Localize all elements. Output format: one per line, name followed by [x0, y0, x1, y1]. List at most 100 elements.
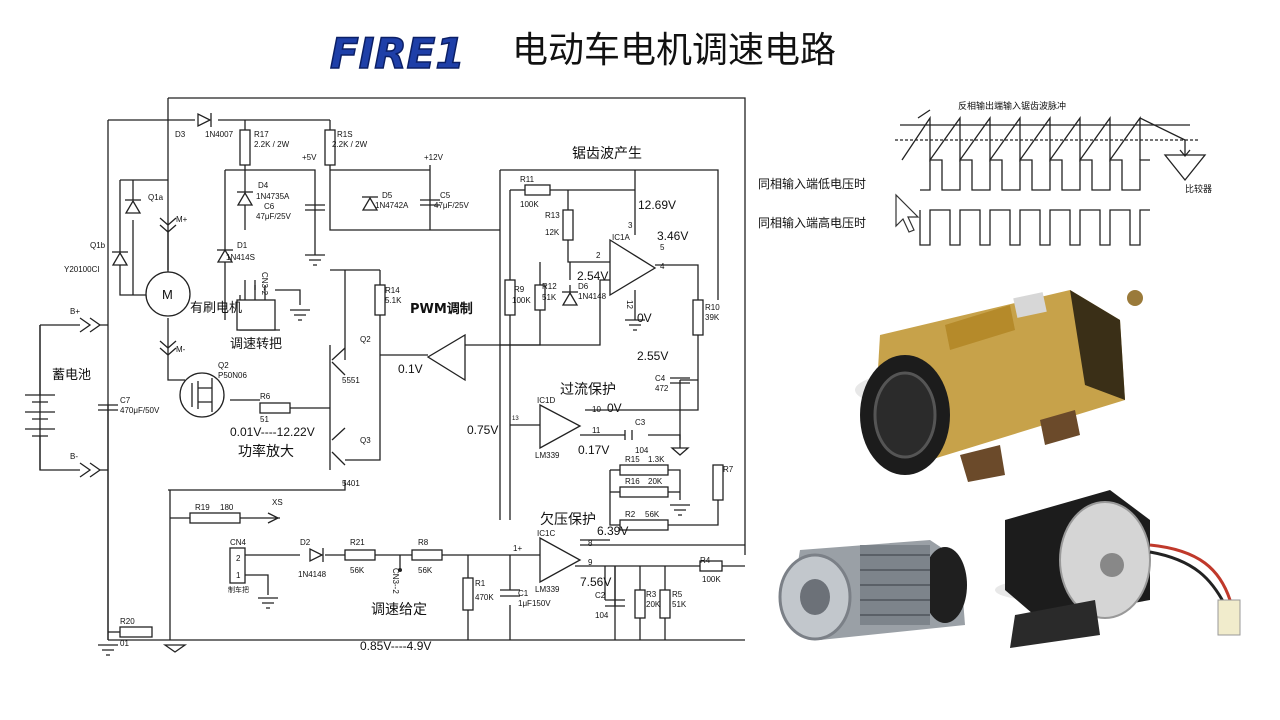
component-labels: D3 1N4007 R17 2.2K / 2W R1S 2.2K / 2W +5… — [64, 130, 734, 648]
lbl-c3: C3 — [635, 418, 646, 427]
pulse-wave-low — [920, 159, 1150, 191]
lbl-mminus: M- — [176, 345, 186, 354]
lbl-q3: Q3 — [360, 436, 371, 445]
waveform-top-label: 反相输出端输入锯齿波脉冲 — [958, 100, 1066, 112]
lbl-pin5: 5 — [660, 243, 665, 252]
v-017: 0.17V — [578, 443, 609, 457]
lbl-m: M — [162, 287, 173, 302]
lbl-r4: R4 — [700, 556, 711, 565]
lbl-d5v: 1N4742A — [375, 201, 409, 210]
voltage-labels: 12.69V 3.46V 2.54V 0V 2.55V 0.1V 0.75V 0… — [230, 198, 688, 653]
lbl-r9: R9 — [514, 285, 525, 294]
lbl-pin13: 13 — [512, 416, 519, 422]
lbl-ic1d: IC1D — [537, 396, 555, 405]
lbl-d4: D4 — [258, 181, 269, 190]
lbl-r21: R21 — [350, 538, 365, 547]
lbl-c4: C4 — [655, 374, 666, 383]
q2-symbol — [179, 372, 225, 418]
lbl-c5v: 47μF/25V — [434, 201, 470, 210]
lbl-d3v: 1N4007 — [205, 130, 234, 139]
lbl-r9v: 100K — [512, 296, 531, 305]
lbl-pin9: 9 — [588, 558, 593, 567]
motor-photo-gear — [778, 540, 967, 641]
lbl-c1: C1 — [518, 589, 529, 598]
v-255: 2.55V — [637, 349, 668, 363]
comparator-symbol — [1163, 154, 1207, 182]
lbl-r16v: 20K — [648, 477, 663, 486]
v-254: 2.54V — [577, 269, 608, 283]
v-0a: 0V — [637, 311, 652, 325]
lbl-q5551: 5551 — [342, 376, 360, 385]
logo: FIRE1 — [330, 29, 465, 78]
lbl-r11v: 100K — [520, 200, 539, 209]
v-range1: 0.01V----12.22V — [230, 425, 315, 439]
lbl-lm339a: LM339 — [535, 451, 560, 460]
lbl-q5401: 5401 — [342, 479, 360, 488]
lbl-cn32b: CN3--2 — [391, 568, 400, 594]
lbl-r14v: 5.1K — [385, 296, 402, 305]
grounds — [98, 254, 690, 656]
lbl-c2v: 104 — [595, 611, 609, 620]
lbl-d6: D6 — [578, 282, 589, 291]
lbl-r2v: 56K — [645, 510, 660, 519]
lbl-r21v: 56K — [350, 566, 365, 575]
v-075: 0.75V — [467, 423, 498, 437]
lbl-r6: R6 — [260, 392, 271, 401]
lbl-r10v: 39K — [705, 313, 720, 322]
motor-photo-large — [855, 290, 1143, 482]
lbl-d3: D3 — [175, 130, 186, 139]
lbl-c5: C5 — [440, 191, 451, 200]
lbl-d1v: 1N414S — [226, 253, 255, 262]
wave-low-label: 同相输入端低电压时 — [758, 176, 866, 191]
lbl-c6v: 47μF/25V — [256, 212, 292, 221]
lbl-r15: R15 — [625, 455, 640, 464]
lbl-pin3: 3 — [628, 221, 633, 230]
label-sawtooth: 锯齿波产生 — [572, 146, 642, 162]
lbl-c6: C6 — [264, 202, 275, 211]
sawtooth-wave — [901, 115, 1141, 163]
lbl-r5v: 51K — [672, 600, 687, 609]
v-346: 3.46V — [657, 229, 688, 243]
comparators — [426, 238, 657, 584]
lbl-mplus: M+ — [176, 215, 188, 224]
lbl-cn4-pin1: 1 — [236, 571, 241, 580]
v-1269: 12.69V — [638, 198, 676, 212]
lbl-ic1c: IC1C — [537, 529, 555, 538]
label-overcurrent: 过流保护 — [560, 382, 616, 398]
diodes — [111, 112, 579, 563]
lbl-q2v: P50N06 — [218, 371, 247, 380]
lbl-c7v: 470μF/50V — [120, 406, 160, 415]
waveform-diagram: 反相输出端输入锯齿波脉冲 比较器 同相输入端低电压时 同相输入端高电压时 — [758, 100, 1212, 246]
lbl-r1: R1 — [475, 579, 486, 588]
lbl-r20v: 01 — [120, 639, 129, 648]
lbl-r19: R19 — [195, 503, 210, 512]
header: FIRE1 电动车电机调速电路 — [329, 28, 836, 79]
lbl-r15av: 2.2K / 2W — [332, 140, 368, 149]
lbl-r19v: 180 — [220, 503, 234, 512]
lbl-r13: R13 — [545, 211, 560, 220]
lbl-c7: C7 — [120, 396, 131, 405]
lbl-r13v: 12K — [545, 228, 560, 237]
label-speed-set: 调速给定 — [371, 602, 427, 618]
wave-high-label: 同相输入端高电压时 — [758, 215, 866, 230]
lbl-d2: D2 — [300, 538, 311, 547]
label-power-amp: 功率放大 — [238, 443, 294, 460]
lbl-r11: R11 — [520, 175, 535, 184]
schematic: 锯齿波产生 PWM调制 过流保护 欠压保护 功率放大 调速给定 有刷电机 调速转… — [25, 97, 746, 656]
lbl-r3v: 20K — [646, 600, 661, 609]
lbl-lm339b: LM339 — [535, 585, 560, 594]
resistors — [119, 129, 724, 638]
lbl-pin4: 4 — [660, 262, 665, 271]
comparator-label: 比较器 — [1185, 183, 1212, 195]
lbl-q1a: Q1a — [148, 193, 164, 202]
label-throttle: 调速转把 — [230, 337, 282, 352]
lbl-q1bv: Y20100CI — [64, 265, 100, 274]
lbl-cn4v: 制车把 — [228, 585, 249, 594]
block-labels: 锯齿波产生 PWM调制 过流保护 欠压保护 功率放大 调速给定 有刷电机 调速转… — [52, 146, 642, 618]
lbl-d1: D1 — [237, 241, 248, 250]
lbl-q2: Q2 — [218, 361, 229, 370]
v-0b: 0V — [607, 401, 622, 415]
lbl-c4v: 472 — [655, 384, 669, 393]
wires — [39, 97, 746, 641]
